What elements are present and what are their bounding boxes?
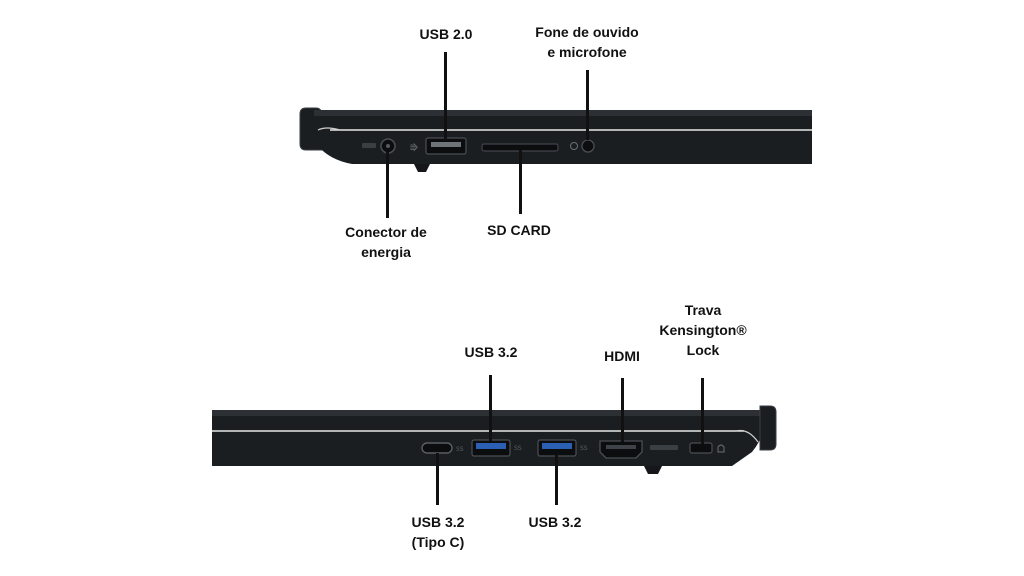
lid-edge-right bbox=[212, 410, 760, 416]
label-usbc: USB 3.2 (Tipo C) bbox=[411, 514, 465, 550]
leader-usbc bbox=[436, 453, 439, 505]
svg-text:SS: SS bbox=[514, 445, 522, 452]
laptop-left-side: ⭆ bbox=[299, 107, 812, 172]
label-lock: Trava Kensington® Lock bbox=[659, 302, 747, 358]
leader-lock bbox=[701, 378, 704, 444]
svg-text:SS: SS bbox=[456, 446, 464, 453]
label-usb20: USB 2.0 bbox=[419, 26, 473, 42]
laptop-right-side: SS SS SS bbox=[212, 405, 777, 474]
leader-sdcard bbox=[519, 150, 522, 214]
lid-edge bbox=[314, 110, 812, 116]
usbc-port bbox=[421, 442, 453, 454]
leader-power bbox=[386, 152, 389, 218]
label-power: Conector de energia bbox=[345, 224, 427, 260]
leader-usba2 bbox=[555, 455, 558, 505]
chassis-right bbox=[212, 410, 764, 466]
svg-text:⭆: ⭆ bbox=[410, 143, 418, 154]
audio-jack bbox=[570, 139, 595, 153]
label-sdcard: SD CARD bbox=[487, 222, 551, 238]
rubber-foot-right bbox=[644, 466, 662, 474]
kensington-lock-slot bbox=[689, 442, 725, 454]
label-hdmi: HDMI bbox=[604, 348, 640, 364]
label-audio: Fone de ouvido e microfone bbox=[535, 24, 639, 60]
leader-hdmi bbox=[621, 378, 624, 442]
hdmi-port bbox=[599, 440, 678, 459]
leader-audio bbox=[586, 70, 589, 140]
leader-usb20 bbox=[444, 52, 447, 140]
usb20-port: ⭆ bbox=[410, 137, 467, 155]
rubber-foot-left bbox=[414, 164, 430, 172]
svg-text:SS: SS bbox=[580, 445, 588, 452]
hinge-right bbox=[759, 405, 777, 451]
leader-usba1 bbox=[489, 375, 492, 441]
label-usba1: USB 3.2 bbox=[464, 344, 518, 360]
label-usba2: USB 3.2 bbox=[528, 514, 582, 530]
